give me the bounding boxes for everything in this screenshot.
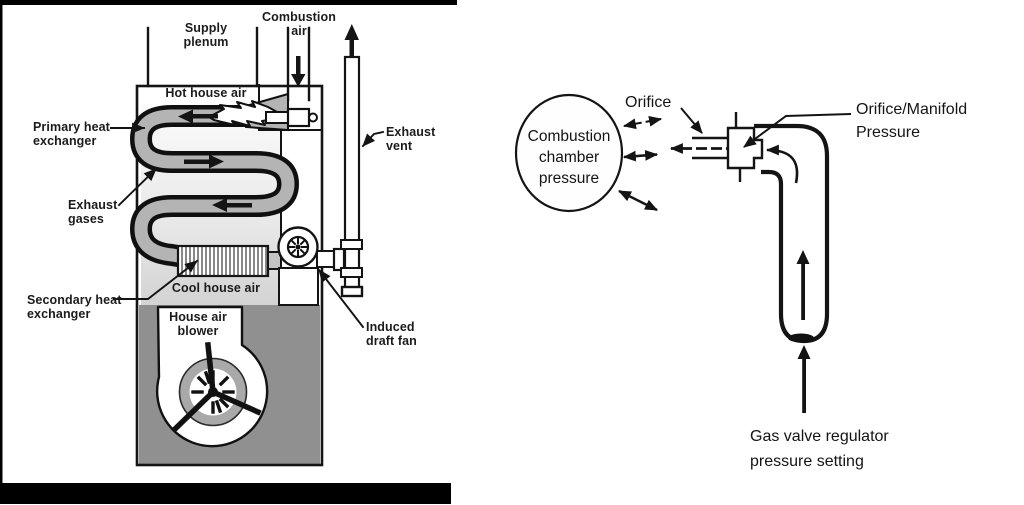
label-leader-arrows	[110, 122, 385, 329]
blower-hub	[208, 387, 218, 397]
hot-house-air-label: Hot house air	[165, 86, 247, 100]
gas-valve-regulator-label: Gas valve regulator pressure setting	[750, 428, 889, 470]
elbow-flow-arrow	[765, 144, 799, 184]
scan-borders	[0, 0, 457, 504]
burner-assembly	[208, 92, 318, 132]
pipe-flow-arrow-icon	[796, 250, 810, 320]
fan-wheel-icon	[286, 235, 310, 259]
orifice-leader-arrow	[680, 107, 703, 134]
exhaust-vent-pipe	[332, 55, 364, 298]
pressure-double-arrows	[618, 115, 663, 212]
orifice-inlet-lines	[692, 136, 728, 160]
orifice-label: Orifice	[625, 94, 672, 111]
regulator-arrow-icon	[797, 345, 811, 413]
scan-border-left	[0, 0, 3, 484]
igniter-body	[286, 107, 311, 128]
gas-valve-pressure-diagram	[514, 93, 852, 413]
house-air-blower-assembly	[155, 305, 269, 448]
igniter-tube	[265, 111, 291, 124]
exhaust-vent-arrow-icon	[344, 24, 359, 56]
blower-spokes	[172, 341, 262, 432]
combustion-chamber-circle	[514, 93, 624, 213]
fan-support-box	[278, 267, 319, 306]
scan-border-top	[0, 0, 457, 5]
combustion-chamber-pressure-label: Combustion chamber pressure	[527, 128, 611, 187]
pipe-bottom-seal	[788, 333, 814, 343]
cool-house-air-label: Cool house air	[171, 281, 261, 295]
fan-inlet-connector	[267, 251, 282, 270]
furnace-diagram	[0, 0, 457, 504]
primary-heat-exchanger-tube	[129, 105, 300, 272]
exhaust-flow-arrows	[178, 109, 252, 212]
orifice-manifold-pressure-label: Orifice/Manifold Pressure	[856, 101, 968, 141]
manifold-pressure-leader-arrow	[743, 113, 852, 148]
igniter-tip	[308, 112, 318, 123]
induced-draft-fan-assembly	[277, 226, 337, 306]
combustion-air-arrow-icon	[291, 56, 306, 87]
gas-pipe	[754, 123, 830, 344]
secondary-heat-exchanger-box	[176, 244, 270, 278]
scan-border-bottom	[0, 483, 451, 504]
